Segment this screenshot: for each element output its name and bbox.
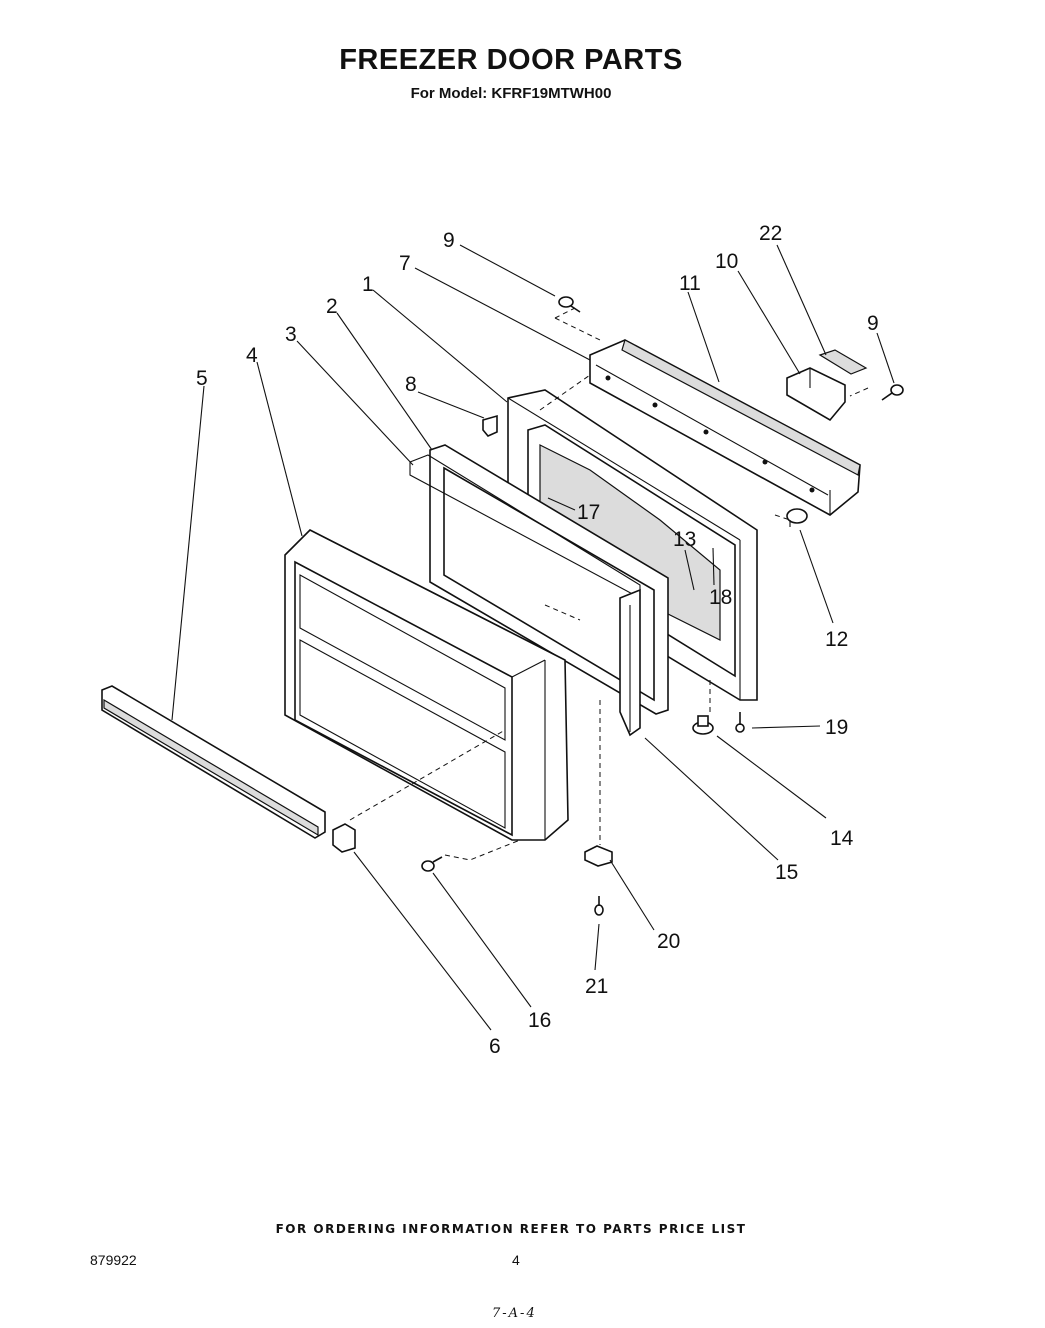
callout-3: 3 [285,323,297,346]
model-subtitle: For Model: KFRF19MTWH00 [410,85,612,102]
callout-10: 10 [715,250,738,273]
assembly-lines [349,307,869,861]
callout-22: 22 [759,222,782,245]
part-15-side-bracket [619,588,641,737]
ordering-info-footer: FOR ORDERING INFORMATION REFER TO PARTS … [275,1222,747,1236]
callout-2: 2 [326,295,338,318]
handwritten-note: 7-A-4 [492,1306,537,1321]
callout-12: 12 [825,628,848,651]
part-11-top-rail [589,339,861,516]
callout-9-right: 9 [867,312,879,335]
part-6-shelf-clip [332,823,356,853]
part-10-hinge-bracket [786,349,868,422]
callout-7: 7 [399,252,411,275]
part-21-screw [594,896,604,916]
page-number: 4 [512,1252,520,1268]
part-4-inner-liner [284,529,569,841]
callout-9-top: 9 [443,229,455,252]
callout-8: 8 [405,373,417,396]
part-12-plug [786,508,808,527]
callout-6: 6 [489,1035,501,1058]
part-16-screw [421,856,443,872]
callout-13: 13 [673,528,696,551]
page-title: FREEZER DOOR PARTS [339,44,683,76]
callout-11: 11 [679,272,701,295]
callout-20: 20 [657,930,680,953]
callout-21: 21 [585,975,608,998]
callout-4: 4 [246,344,258,367]
part-20-hinge-plate [584,845,613,867]
part-5-shelf-bar [101,685,326,839]
part-9-screw-right [881,384,904,401]
callout-17: 17 [577,501,600,524]
callout-15: 15 [775,861,798,884]
part-2-liner-frame [429,444,669,715]
callout-19: 19 [825,716,848,739]
part-14-door-stop [692,715,714,735]
part-8-cup [482,414,498,437]
part-19-screw [735,712,745,733]
callout-1: 1 [362,273,374,296]
callout-leaders [171,244,895,1031]
callout-16: 16 [528,1009,551,1032]
callout-5: 5 [196,367,208,390]
part-9-screw-top [558,296,581,313]
callout-18: 18 [709,586,732,609]
document-number: 879922 [90,1252,137,1268]
callout-14: 14 [830,827,854,850]
